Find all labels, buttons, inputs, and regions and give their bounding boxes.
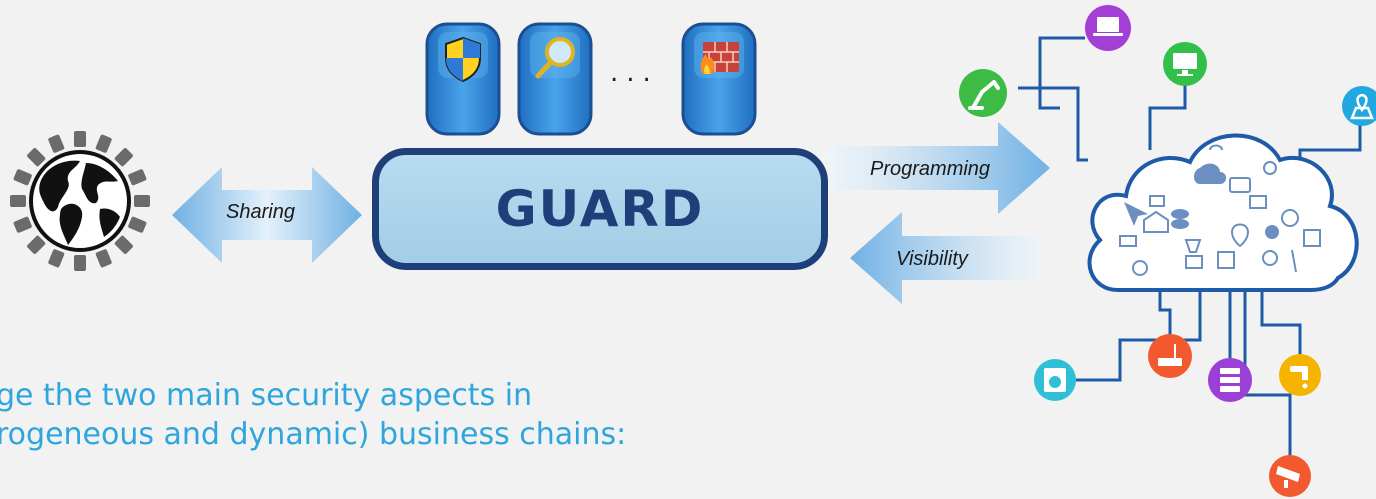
caption-text: ge the two main security aspects in rogen… [0,376,996,454]
sharing-label: Sharing [226,201,295,223]
laptop-icon [1093,17,1123,36]
iot-device-faucet [1279,354,1321,396]
iot-device-cctv-camera [1269,455,1311,497]
iot-device-router [1148,334,1192,378]
visibility-arrow [850,212,1040,304]
visibility-label: Visibility [896,248,968,270]
guard-platform-box: GUARD [372,148,828,270]
magnifier-icon [535,37,575,79]
security-module-magnifier [517,22,593,136]
caption-line-2: rogeneous and dynamic) business chains: [0,417,627,452]
shield-icon [445,36,481,83]
iot-device-robot-arm [959,69,1007,117]
programming-arrow [828,122,1050,214]
cctv-camera-icon [1276,466,1300,488]
iot-device-laptop [1085,5,1131,51]
iot-device-location-map [1342,86,1376,126]
more-modules-ellipsis: ... [610,58,659,88]
security-module-firewall [681,22,757,136]
iot-cloud [1087,133,1359,292]
sharing-arrow [172,167,362,263]
programming-label: Programming [870,158,991,180]
faucet-icon [1290,366,1308,389]
robot-arm-icon [968,80,1000,110]
router-icon [1158,344,1182,366]
iot-device-server [1208,358,1252,402]
iot-device-monitor [1163,42,1207,86]
security-module-shield [425,22,501,136]
iot-device-washing-machine [1034,359,1076,401]
server-icon [1220,368,1240,392]
location-map-icon [1350,93,1374,120]
caption-line-1: ge the two main security aspects in [0,378,533,413]
guard-logo-text: GUARD [495,180,705,238]
monitor-icon [1173,53,1197,76]
firewall-icon [700,42,739,74]
washing-machine-icon [1044,368,1066,392]
globe-gear-icon [10,131,150,271]
iot-connection-lines [1018,36,1362,460]
